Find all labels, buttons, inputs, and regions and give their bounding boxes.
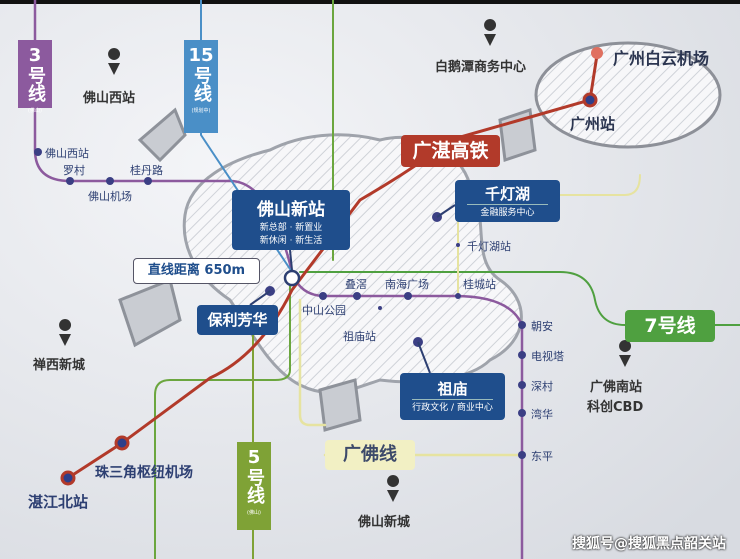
station-label: 广州站	[570, 115, 616, 133]
station-label: 祖庙站	[343, 330, 376, 343]
pin-icon	[108, 48, 121, 75]
pin-label: 白鹅潭商务中心	[435, 60, 527, 75]
airport-icon	[591, 47, 603, 59]
gaotie-stations	[60, 92, 598, 486]
station-label: 叠滘	[345, 278, 367, 291]
line-name: 号线	[25, 66, 46, 102]
pin-icon	[619, 340, 632, 367]
station-label: 珠三角枢纽机场	[95, 465, 193, 481]
guangzhou-area	[534, 41, 722, 149]
line-7-label: 7号线	[625, 310, 715, 342]
distance-callout: 直线距离 650m	[133, 258, 260, 284]
station-label: 佛山西站	[45, 147, 89, 160]
light-line-qiandenghu	[457, 174, 641, 297]
callout-title: 千灯湖	[467, 183, 548, 205]
station-label: 湛江北站	[28, 493, 89, 511]
station-label: 东平	[531, 450, 553, 463]
pin-icon	[387, 475, 400, 502]
callout-line: 新休闲 · 新生活	[259, 236, 323, 246]
foshan-new-station-icon	[283, 269, 301, 287]
callout-sub: 行政文化 / 商业中心	[412, 403, 493, 413]
foshan-new-station-callout: 佛山新站 新总部 · 新置业 新休闲 · 新生活	[232, 190, 350, 250]
callout-title: 祖庙	[412, 378, 493, 400]
station-label: 千灯湖站	[467, 240, 511, 253]
baoli-callout: 保利芳华	[197, 305, 278, 335]
station-label: 电视塔	[531, 350, 564, 363]
line-sub: (规划中)	[191, 108, 211, 114]
pin-label: 佛山西站	[83, 91, 136, 106]
location-pins	[59, 19, 632, 502]
pin-label: 禅西新城	[33, 358, 86, 373]
qiandenghu-callout: 千灯湖 金融服务中心	[455, 180, 560, 222]
pin-icon	[484, 19, 497, 46]
callout-sub: 金融服务中心	[480, 208, 535, 218]
pin-label: 科创CBD	[587, 400, 644, 415]
station-label: 佛山机场	[88, 190, 132, 203]
station-label: 朝安	[531, 320, 553, 333]
callout-pointers	[249, 204, 456, 374]
line-name: 号线	[244, 468, 265, 504]
callout-title: 佛山新站	[257, 200, 325, 220]
station-label: 中山公园	[302, 304, 346, 317]
line-number: 3	[28, 45, 42, 66]
gaotie-label: 广湛高铁	[401, 135, 500, 167]
station-label: 桂城站	[463, 278, 496, 291]
station-label: 南海广场	[385, 278, 429, 291]
line-7-route	[299, 271, 740, 326]
line-sub: (佛山)	[28, 108, 42, 114]
station-label: 桂丹路	[130, 164, 163, 177]
station-label: 深村	[531, 380, 553, 393]
line-name: 号线	[191, 66, 212, 102]
pin-label: 广佛南站	[590, 380, 643, 395]
line-number: 5	[247, 447, 261, 468]
station-label: 罗村	[63, 164, 85, 177]
line-number: 15	[188, 45, 214, 66]
zumiao-callout: 祖庙 行政文化 / 商业中心	[400, 373, 505, 420]
station-label: 广州白云机场	[613, 49, 710, 68]
callout-line: 新总部 · 新置业	[259, 223, 323, 233]
pin-label: 佛山新城	[358, 515, 411, 530]
pin-icon	[59, 319, 72, 346]
line-sub: (佛山)	[247, 510, 261, 516]
guangfo-line-label: 广佛线	[325, 440, 415, 470]
watermark: 搜狐号@搜狐黑点韶关站	[572, 536, 726, 552]
station-label: 湾华	[531, 408, 553, 421]
